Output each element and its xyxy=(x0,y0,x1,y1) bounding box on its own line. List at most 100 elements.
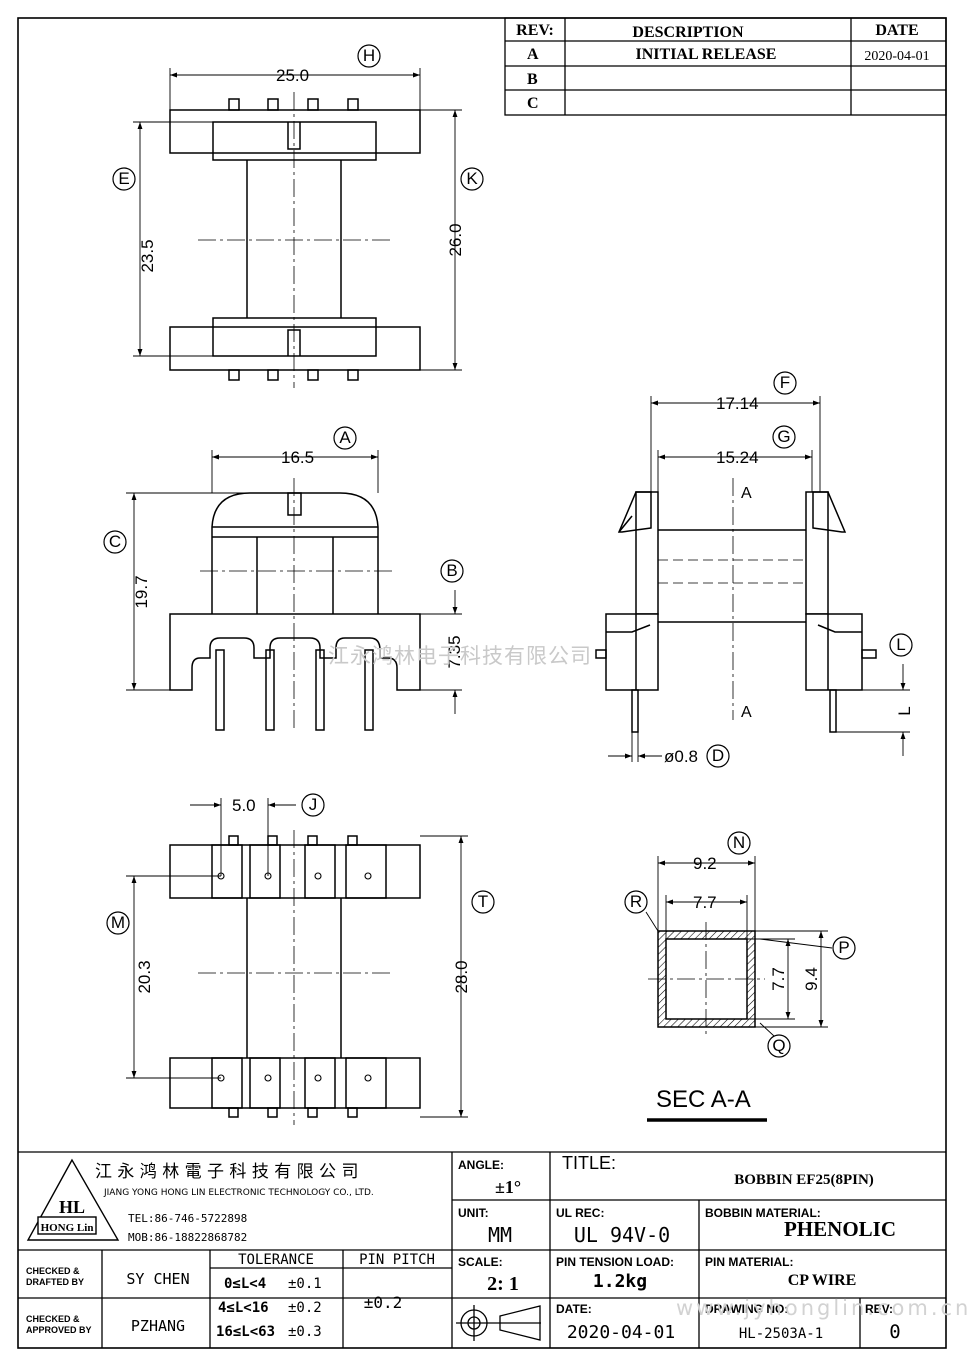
angle-label: ANGLE: xyxy=(458,1158,504,1172)
tension-value: 1.2kg xyxy=(593,1271,647,1292)
callout-e: E xyxy=(118,169,129,188)
tol-range-2: 4≤L<16 xyxy=(218,1300,269,1316)
top-view xyxy=(133,68,462,388)
drafted-label-line2: DRAFTED BY xyxy=(26,1277,84,1287)
rev-value: 0 xyxy=(889,1321,900,1343)
company-logo xyxy=(26,1158,120,1241)
title-block-text: 江 永 鸿 林 電 子 科 技 有 限 公 司 JIANG YONG HONG … xyxy=(26,1153,901,1343)
callout-l: L xyxy=(896,635,905,654)
scale-value: 2: 1 xyxy=(487,1273,519,1295)
approved-label-line2: APPROVED BY xyxy=(26,1325,92,1335)
logo-text: HL xyxy=(59,1197,85,1217)
unit-value: MM xyxy=(488,1223,512,1247)
dim-bottom-outer-height: 28.0 xyxy=(452,960,471,993)
callout-k: K xyxy=(466,169,478,188)
dim-side-pin: L xyxy=(895,706,914,715)
ul-value: UL 94V-0 xyxy=(574,1223,670,1247)
title-value: BOBBIN EF25(8PIN) xyxy=(734,1172,874,1188)
dim-top-height-left: 23.5 xyxy=(138,239,157,272)
watermark-url: www.jyhonglin.com.cn xyxy=(676,1296,972,1320)
projection-symbol-icon xyxy=(456,1305,541,1341)
rev-row-c: C xyxy=(527,95,539,112)
bottom-view xyxy=(126,798,468,1125)
ul-label: UL REC: xyxy=(556,1206,604,1220)
tolerance-label: TOLERANCE xyxy=(238,1252,314,1268)
rev-row-a: A xyxy=(527,46,539,63)
company-name-en: JIANG YONG HONG LIN ELECTRONIC TECHNOLOG… xyxy=(103,1188,374,1198)
scale-label: SCALE: xyxy=(458,1255,503,1269)
pin-pitch-value: ±0.2 xyxy=(364,1293,403,1312)
dimension-texts: 25.0 23.5 26.0 16.5 19.7 7.35 17.14 15.2… xyxy=(132,66,914,1113)
company-mob: MOB:86-18822868782 xyxy=(128,1231,247,1244)
dim-side-inner: 15.24 xyxy=(716,448,759,467)
callout-a: A xyxy=(339,428,351,447)
pin-pitch-label: PIN PITCH xyxy=(359,1252,435,1268)
logo-sub: HONG Lin xyxy=(41,1222,94,1234)
rev-label: REV: xyxy=(865,1302,893,1316)
dim-sec-outer-h: 9.4 xyxy=(802,967,821,991)
tension-label: PIN TENSION LOAD: xyxy=(556,1255,674,1269)
callout-h: H xyxy=(363,46,375,65)
dim-sec-inner-w: 7.7 xyxy=(693,893,717,912)
description-header: DESCRIPTION xyxy=(632,24,744,41)
material-label: BOBBIN MATERIAL: xyxy=(705,1206,821,1220)
callout-n: N xyxy=(733,833,745,852)
callout-t: T xyxy=(478,892,488,911)
callout-letters: H E K A C B F G L D J T M N R P Q xyxy=(109,46,906,1055)
drawing-value: HL-2503A-1 xyxy=(739,1326,823,1342)
callout-p: P xyxy=(838,938,849,957)
sheet-border xyxy=(17,17,947,1349)
section-mark-top: A xyxy=(741,485,752,502)
rev-row-b: B xyxy=(527,71,538,88)
dim-side-outer: 17.14 xyxy=(716,394,759,413)
callout-f: F xyxy=(780,373,790,392)
title-label: TITLE: xyxy=(562,1153,616,1173)
callout-b: B xyxy=(446,561,457,580)
revision-table-text: REV: DESCRIPTION DATE A INITIAL RELEASE … xyxy=(516,22,929,112)
callout-j: J xyxy=(309,795,318,814)
dim-front-width: 16.5 xyxy=(281,448,314,467)
callout-g: G xyxy=(777,427,790,446)
tol-value-2: ±0.2 xyxy=(288,1300,322,1316)
callout-m: M xyxy=(111,913,125,932)
dim-front-pin-len: 7.35 xyxy=(445,635,464,668)
revision-table xyxy=(504,17,947,116)
dim-pin-pitch: 5.0 xyxy=(232,796,256,815)
approved-label-line1: CHECKED & xyxy=(26,1314,80,1324)
pin-material-label: PIN MATERIAL: xyxy=(705,1255,793,1269)
rev-row-a-date: 2020-04-01 xyxy=(864,49,929,64)
dim-sec-inner-h: 7.7 xyxy=(769,967,788,991)
dim-top-width: 25.0 xyxy=(276,66,309,85)
callout-c: C xyxy=(109,532,121,551)
dim-sec-outer-w: 9.2 xyxy=(693,854,717,873)
date-header: DATE xyxy=(875,22,918,39)
dim-front-height: 19.7 xyxy=(132,575,151,608)
pin-material-value: CP WIRE xyxy=(788,1272,857,1289)
tol-value-3: ±0.3 xyxy=(288,1324,322,1340)
drafted-by-value: SY CHEN xyxy=(126,1270,189,1288)
angle-value: ±1° xyxy=(495,1177,521,1197)
callout-q: Q xyxy=(772,1036,785,1055)
front-view xyxy=(126,450,462,731)
callout-d: D xyxy=(712,746,724,765)
drafted-label: CHECKED & DRAFTED BY xyxy=(26,1266,84,1287)
tol-range-3: 16≤L<63 xyxy=(216,1324,275,1340)
approved-label: CHECKED & APPROVED BY xyxy=(26,1314,92,1335)
watermark: 江永鸿林电子科技有限公司 xyxy=(328,644,592,668)
side-view-labels: A A xyxy=(741,485,752,721)
callout-circles xyxy=(103,44,913,1058)
side-view xyxy=(595,396,910,762)
tol-value-1: ±0.1 xyxy=(288,1276,322,1292)
company-name-cn: 江 永 鸿 林 電 子 科 技 有 限 公 司 xyxy=(95,1162,358,1182)
drafted-label-line1: CHECKED & xyxy=(26,1266,80,1276)
date-value: 2020-04-01 xyxy=(567,1322,675,1343)
title-block-grid xyxy=(18,1151,946,1348)
unit-label: UNIT: xyxy=(458,1206,489,1220)
section-a-a xyxy=(645,856,833,1122)
material-value: PHENOLIC xyxy=(784,1217,896,1241)
date-label: DATE: xyxy=(556,1302,592,1316)
rev-header: REV: xyxy=(516,22,554,39)
rev-row-a-description: INITIAL RELEASE xyxy=(636,46,777,63)
section-label: SEC A-A xyxy=(656,1086,751,1113)
